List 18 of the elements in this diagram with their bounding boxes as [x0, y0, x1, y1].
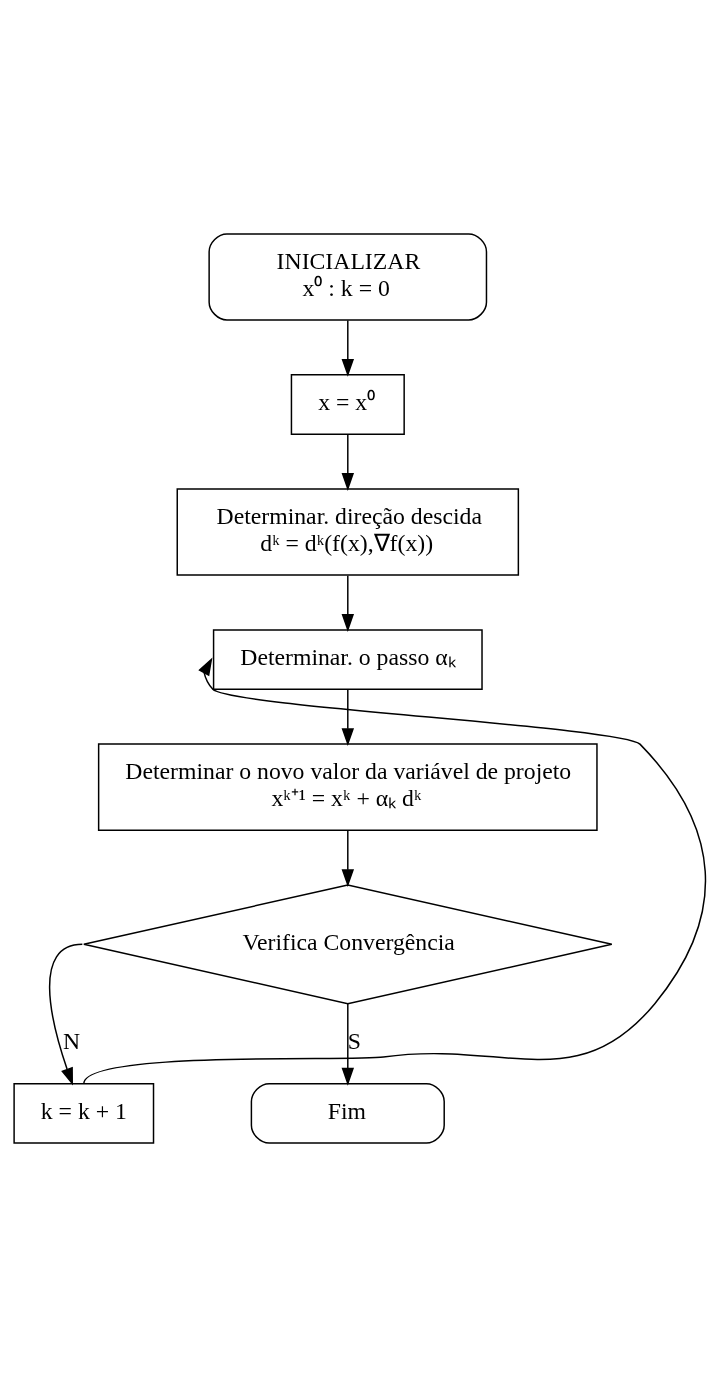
arrow [83, 657, 706, 1085]
arrow [341, 574, 355, 632]
node-box: x = x⁰ [290, 374, 405, 435]
arrow [341, 829, 355, 888]
node-box: Fim [250, 1083, 445, 1144]
arrow [341, 688, 355, 746]
node-diamond: Verifica Convergência [83, 884, 613, 1005]
node-box: INICIALIZAR x⁰ : k = 0 [208, 233, 488, 321]
arrow [48, 943, 84, 1086]
arrow [341, 433, 355, 491]
node-box: k = k + 1 [13, 1083, 155, 1144]
arrow [341, 1002, 355, 1086]
node-box: Determinar. direção descida dᵏ = dᵏ(f(x),∇f(x)) [176, 488, 520, 576]
arrow [341, 319, 355, 377]
edge-label: N [63, 1028, 81, 1055]
edge-label: S [347, 1028, 361, 1055]
node-box: Determinar. o passo αₖ [212, 629, 483, 690]
node-box: Determinar o novo valor da variável de projeto xᵏ⁺¹ = xᵏ + αₖ dᵏ [97, 743, 598, 831]
